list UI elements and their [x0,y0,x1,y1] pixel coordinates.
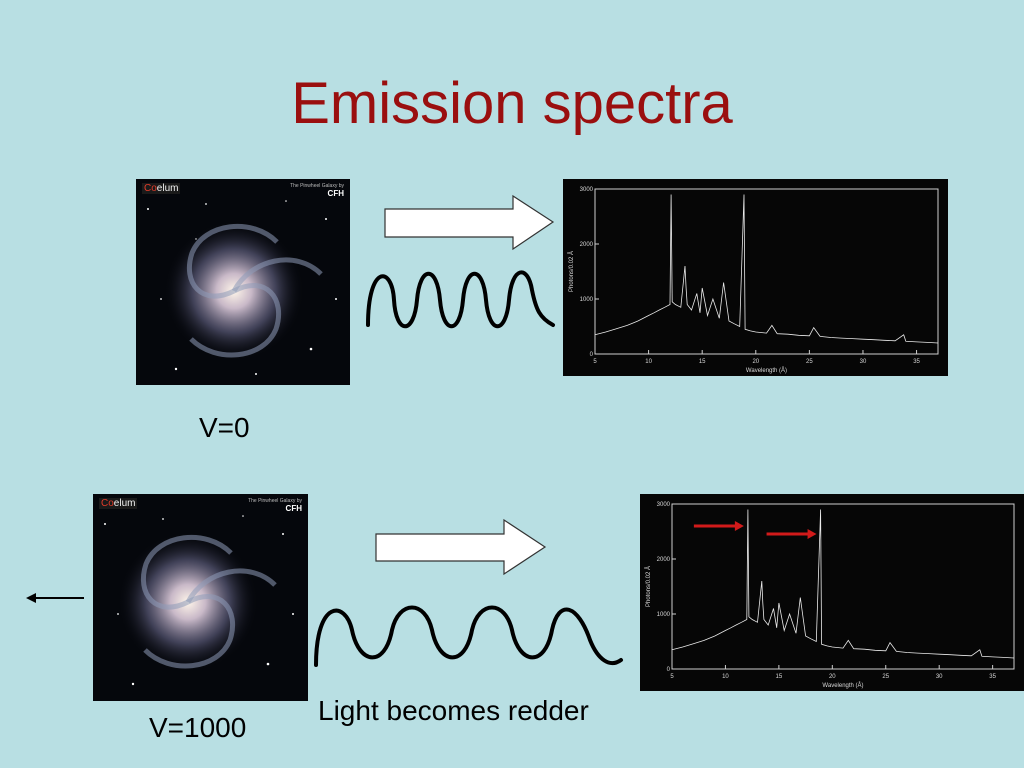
cfh-logo-label: CFH [327,189,344,198]
x-tick-label: 5 [593,359,597,365]
y-tick-label: 2000 [657,557,671,563]
cfh-logo: The Pinwheel Galaxy by CFH [248,498,302,514]
x-tick-label: 20 [829,674,836,680]
slide-title: Emission spectra [291,71,733,136]
galaxy-image-top: Coelum The Pinwheel Galaxy by CFH [136,179,350,385]
wave-bottom [314,605,623,667]
y-tick-label: 0 [590,352,594,358]
x-tick-label: 10 [645,359,652,365]
wave-top [366,270,555,329]
cfh-logo: The Pinwheel Galaxy by CFH [290,183,344,199]
y-tick-label: 3000 [657,502,671,508]
red-arrow-head [807,529,817,539]
x-tick-label: 15 [699,359,706,365]
x-tick-label: 20 [752,359,759,365]
galaxy-caption: The Pinwheel Galaxy by [248,498,302,504]
x-tick-label: 35 [913,359,920,365]
spectrum-line [671,509,1015,659]
x-tick-label: 30 [860,359,867,365]
hollow-arrow-bottom [375,518,547,576]
coelum-logo: Coelum [142,183,181,194]
y-tick-label: 1000 [580,297,594,303]
redshift-caption: Light becomes redder [318,695,589,726]
y-axis-label: Photons/0.02 Å [568,251,575,292]
x-tick-label: 10 [722,674,729,680]
plot-frame [671,503,1015,670]
galaxy-image-bottom: Coelum The Pinwheel Galaxy by CFH [93,494,308,701]
pinwheel-galaxy-graphic [147,200,337,375]
spectrum-line [594,194,939,344]
cfh-logo-label: CFH [285,504,302,513]
plot-frame [594,188,939,355]
galaxy-caption: The Pinwheel Galaxy by [290,183,344,189]
x-tick-label: 25 [806,359,813,365]
y-tick-label: 1000 [657,612,671,618]
velocity-label-bottom: V=1000 [149,712,247,743]
y-axis-label: Photons/0.02 Å [645,566,652,607]
y-tick-label: 3000 [580,187,594,193]
hollow-arrow-top [384,194,555,251]
x-tick-label: 25 [882,674,889,680]
pinwheel-galaxy-graphic [104,515,294,686]
x-axis-label: Wavelength (Å) [746,367,787,374]
x-tick-label: 5 [670,674,674,680]
red-arrow-head [734,521,744,531]
x-tick-label: 35 [989,674,996,680]
y-tick-label: 0 [667,667,671,673]
recession-arrow-head [26,593,36,603]
y-tick-label: 2000 [580,242,594,248]
x-axis-label: Wavelength (Å) [822,682,863,689]
coelum-logo: Coelum [99,498,138,509]
velocity-label-top: V=0 [199,412,250,443]
x-tick-label: 15 [776,674,783,680]
x-tick-label: 30 [936,674,943,680]
